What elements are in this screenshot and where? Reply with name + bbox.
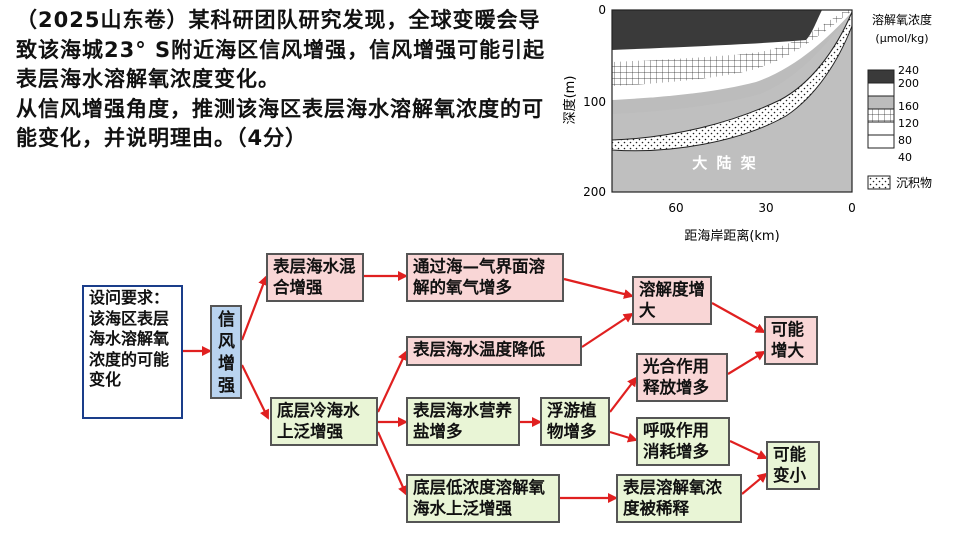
nutrient-box: 表层海水营养盐增多 bbox=[406, 397, 520, 446]
legend-value-80: 80 bbox=[898, 134, 912, 147]
solubility-box: 溶解度增大 bbox=[632, 276, 712, 325]
band-240 bbox=[612, 10, 822, 50]
legend-value-40: 40 bbox=[898, 151, 912, 164]
y-tick-200: 200 bbox=[583, 185, 606, 199]
x-axis-label: 距海岸距离(km) bbox=[684, 228, 779, 244]
arrow-gas-solubility bbox=[563, 277, 634, 299]
arrow-resp-decrease bbox=[729, 440, 768, 460]
arrow-diluted-decrease bbox=[741, 472, 768, 495]
arrow-plankton-resp bbox=[609, 430, 638, 443]
legend-sediment-label: 沉积物 bbox=[896, 176, 932, 190]
question-text: （2025山东卷）某科研团队研究发现，全球变暖会导致该海城23° S附近海区信风… bbox=[16, 6, 556, 154]
arrow-plankton-photo bbox=[609, 376, 638, 413]
requirement-box: 设问要求：该海区表层海水溶解氧浓度的可能变化 bbox=[82, 285, 183, 419]
shelf-label: 大 陆 架 bbox=[692, 154, 757, 172]
profile-bands bbox=[611, 10, 853, 192]
arrow-upwell-temp bbox=[377, 350, 408, 413]
plot-frame bbox=[611, 9, 853, 193]
arrow-trigger-upwell bbox=[241, 364, 269, 420]
arrow-upwell-lowox bbox=[376, 431, 408, 496]
arrow-trigger-mix bbox=[240, 275, 268, 341]
oxygen-profile-figure: 大 陆 架 0 100 200 深度(m) 60 30 0 距海岸距离(km) … bbox=[562, 3, 932, 244]
arrow-temp-solubility bbox=[581, 312, 634, 348]
y-tick-100: 100 bbox=[583, 95, 606, 109]
legend-title: 溶解氧浓度 bbox=[872, 12, 932, 27]
arrow-solubility-increase bbox=[711, 302, 766, 333]
plankton-box: 浮游植物增多 bbox=[540, 397, 610, 446]
legend: 溶解氧浓度 (μmol/kg) 240 200 160 120 80 40 沉积… bbox=[867, 12, 932, 190]
question-line-1: （2025山东卷）某科研团队研究发现，全球变暖会导致该海城23° S附近海区信风… bbox=[16, 8, 546, 91]
upwelling-box: 底层冷海水上泛增强 bbox=[270, 397, 378, 446]
low-oxygen-box: 底层低浓度溶解氧海水上泛增强 bbox=[406, 474, 560, 523]
question-line-2: 从信风增强角度，推测该海区表层海水溶解氧浓度的可能变化，并说明理由。（4分） bbox=[16, 96, 544, 151]
legend-swatch-sediment bbox=[867, 175, 891, 190]
legend-value-240: 240 bbox=[898, 64, 919, 77]
photosynthesis-box: 光合作用释放增多 bbox=[636, 353, 728, 402]
respiration-box: 呼吸作用消耗增多 bbox=[636, 417, 730, 466]
trigger-box: 信风增强 bbox=[210, 305, 242, 399]
legend-swatch-40 bbox=[867, 134, 895, 149]
legend-value-120: 120 bbox=[898, 117, 919, 130]
legend-value-200: 200 bbox=[898, 77, 919, 90]
decrease-result-box: 可能变小 bbox=[766, 441, 820, 490]
temp-drop-box: 表层海水温度降低 bbox=[406, 336, 582, 366]
diluted-box: 表层溶解氧浓度被稀释 bbox=[616, 474, 742, 523]
x-tick-60: 60 bbox=[668, 201, 683, 215]
legend-unit: (μmol/kg) bbox=[875, 32, 928, 45]
x-tick-0: 0 bbox=[848, 201, 856, 215]
y-axis-label: 深度(m) bbox=[562, 76, 578, 125]
mix-box: 表层海水混合增强 bbox=[266, 253, 364, 302]
legend-value-160: 160 bbox=[898, 100, 919, 113]
increase-result-box: 可能增大 bbox=[764, 316, 818, 365]
y-tick-0: 0 bbox=[598, 3, 606, 17]
gas-exchange-box: 通过海—气界面溶解的氧气增多 bbox=[406, 253, 564, 302]
arrow-photo-increase bbox=[727, 350, 766, 375]
x-tick-30: 30 bbox=[758, 201, 773, 215]
